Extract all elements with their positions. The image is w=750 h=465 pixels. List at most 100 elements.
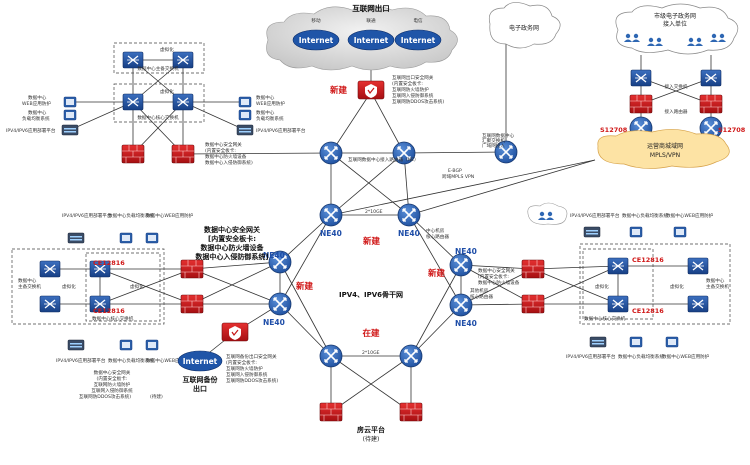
- topleft-spine-label: 数据中心主备交换机: [137, 65, 179, 72]
- svg-text:广域网接入: 广域网接入: [482, 142, 505, 149]
- egov-title: 电子政务网: [509, 24, 539, 32]
- topleft-spine-switch-right: [172, 51, 194, 69]
- internet-globe-unicom: Internet: [347, 29, 395, 51]
- topleft-server-right: [236, 124, 254, 136]
- left-top-lb: [119, 232, 133, 244]
- topleft-r-item-waf: WEB应用防护: [256, 100, 285, 107]
- svg-text:数据中心负载均衡系统: 数据中心负载均衡系统: [108, 212, 154, 219]
- svg-text:(待建): (待建): [150, 393, 163, 400]
- platform-label: 房云平台: [357, 425, 385, 434]
- city-units-cloud: 市级电子政务网 接入单位: [615, 3, 739, 55]
- right-bottom-items: IPV4/IPV6应用部署平台 数据中心负载均衡系统 数据中心WEB应用防护: [566, 353, 710, 360]
- platform-firewall-right: [399, 402, 423, 422]
- svg-text:E-BGP: E-BGP: [448, 168, 462, 174]
- core-router-top-right: [397, 203, 421, 227]
- internet-exit-title: 互联网出口: [352, 3, 390, 13]
- svg-text:互联网防火墙防护: 互联网防火墙防护: [392, 86, 429, 93]
- svg-text:Internet: Internet: [183, 357, 218, 366]
- left-master-label-2: 主备交换机: [18, 283, 41, 290]
- svg-text:数据中心安全网关: 数据中心安全网关: [94, 369, 131, 376]
- new-core-label: 新建: [363, 236, 381, 247]
- right-users-cloud: [527, 202, 568, 225]
- left-master-switch-top: [39, 260, 61, 278]
- carrier-unicom: 联通: [366, 17, 376, 24]
- right-top-server: [583, 226, 601, 238]
- svg-text:核心路由器: 核心路由器: [470, 293, 493, 300]
- core-router-mid-right: [449, 253, 473, 277]
- svg-text:互联网出口安全网关: 互联网出口安全网关: [392, 74, 434, 81]
- carrier-mobile: 移动: [311, 17, 321, 24]
- topleft-server-left: [61, 124, 79, 136]
- svg-text:[内置安全板卡:: [内置安全板卡:: [208, 234, 256, 243]
- new-build-label-top: 新建: [330, 85, 348, 96]
- right-virt-label-2: 虚拟化: [670, 283, 684, 290]
- right-firewall-top: [521, 259, 545, 279]
- topleft-lb-right: [238, 109, 252, 121]
- left-master-label-1: 数据中心: [18, 277, 37, 284]
- access-switch-label: 接入交换机: [665, 83, 688, 90]
- ne40-mid-left2-label: NE40: [263, 318, 285, 327]
- left-top-items: IPV4/IPV6应用部署平台 数据中心负载均衡系统 数据中心WEB应用防护: [62, 212, 194, 219]
- ne40-top-left-label: NE40: [320, 229, 342, 238]
- left-backup-gw-note: 互联网备份出口安全网关 (内置安全板卡: 互联网防火墙防护 互联网入侵防御系统 …: [226, 353, 278, 384]
- svg-text:数据中心入侵防御系统): 数据中心入侵防御系统): [205, 159, 253, 166]
- bottom-link-10ge: 2*10GE: [362, 350, 380, 356]
- left-firewall-top: [180, 259, 204, 279]
- svg-text:IPV4/IPV6应用部署平台: IPV4/IPV6应用部署平台: [570, 212, 620, 219]
- wan-label-2: MPLS/VPN: [650, 152, 680, 159]
- core-router-note: 中心机房 核心路由器: [426, 227, 449, 240]
- right-hub-note: 其他机房 核心路由器: [470, 287, 493, 300]
- wan-label-1: 运营商城域网: [647, 142, 683, 150]
- topleft-item-dc2: 数据中心: [28, 109, 47, 116]
- city-access-switch-left: [630, 69, 652, 87]
- svg-text:IPV4/IPV6应用部署平台: IPV4/IPV6应用部署平台: [566, 353, 616, 360]
- left-firewall-bottom: [180, 294, 204, 314]
- core-router-mid-right2: [449, 293, 473, 317]
- svg-text:数据中心安全网关: 数据中心安全网关: [205, 141, 242, 148]
- gateway-note: 互联网出口安全网关 (内置安全板卡: 互联网防火墙防护 互联网入侵防御系统 互联…: [392, 74, 444, 105]
- platform-firewall-left: [319, 402, 343, 422]
- internet-exit-cloud: 互联网出口 移动 联通 电信 Internet Internet Interne…: [266, 3, 458, 71]
- right-virt-label: 虚拟化: [595, 283, 609, 290]
- topleft-r-item-dc2: 数据中心: [256, 109, 275, 116]
- svg-text:Internet: Internet: [401, 36, 436, 45]
- internet-globe-mobile: Internet: [292, 29, 340, 51]
- topleft-r-item-lb: 负载均衡系统: [256, 115, 284, 122]
- svg-text:中心机房: 中心机房: [426, 227, 445, 234]
- left-bottom-server: [67, 339, 85, 351]
- core-router-bottom-right: [399, 344, 423, 368]
- right-master-label-1: 数据中心: [706, 277, 725, 284]
- svg-text:数据中心防火墙设备: 数据中心防火墙设备: [201, 243, 265, 252]
- svg-text:互联网入侵防御系统: 互联网入侵防御系统: [91, 387, 133, 394]
- svg-text:数据中心WEB应用防护: 数据中心WEB应用防护: [146, 212, 194, 219]
- topleft-lb-left: [63, 109, 77, 121]
- new-left-label: 新建: [296, 281, 314, 292]
- svg-text:数据中心安全网关: 数据中心安全网关: [478, 267, 515, 274]
- svg-text:(内置安全板卡:: (内置安全板卡:: [205, 147, 236, 154]
- left-ce-top: CE12816: [93, 259, 125, 267]
- topleft-web-waf-right: [238, 96, 252, 108]
- right-bottom-waf: [665, 336, 679, 348]
- ne40-mid-right2-label: NE40: [455, 319, 477, 328]
- core-link-10ge: 2*10GE: [365, 209, 383, 215]
- svg-text:数据中心安全网关: 数据中心安全网关: [204, 225, 260, 234]
- topleft-item-lb: 负载均衡系统: [22, 115, 50, 122]
- topleft-r-item-dc: 数据中心: [256, 94, 275, 101]
- left-core-label: 数据中心核心交换机: [92, 315, 134, 322]
- right-master-switch-top: [687, 257, 709, 275]
- wan-cloud: 运营商城域网 MPLS/VPN: [597, 129, 730, 169]
- right-ce-top: CE12816: [632, 256, 664, 264]
- left-virt-label-2: 虚拟化: [130, 283, 144, 290]
- topleft-spine-switch-left: [122, 51, 144, 69]
- city-access-switch-right: [700, 69, 722, 87]
- svg-text:数据中心WEB应用防护: 数据中心WEB应用防护: [662, 353, 710, 360]
- right-firewall-bottom: [521, 294, 545, 314]
- core-router-bottom-left: [319, 344, 343, 368]
- right-bottom-server: [589, 336, 607, 348]
- svg-text:数据中心负载均衡系统: 数据中心负载均衡系统: [618, 353, 664, 360]
- ne40-mid-left-label: NE40: [263, 251, 285, 260]
- left-top-server: [67, 232, 85, 244]
- internet-router-left: [319, 141, 343, 165]
